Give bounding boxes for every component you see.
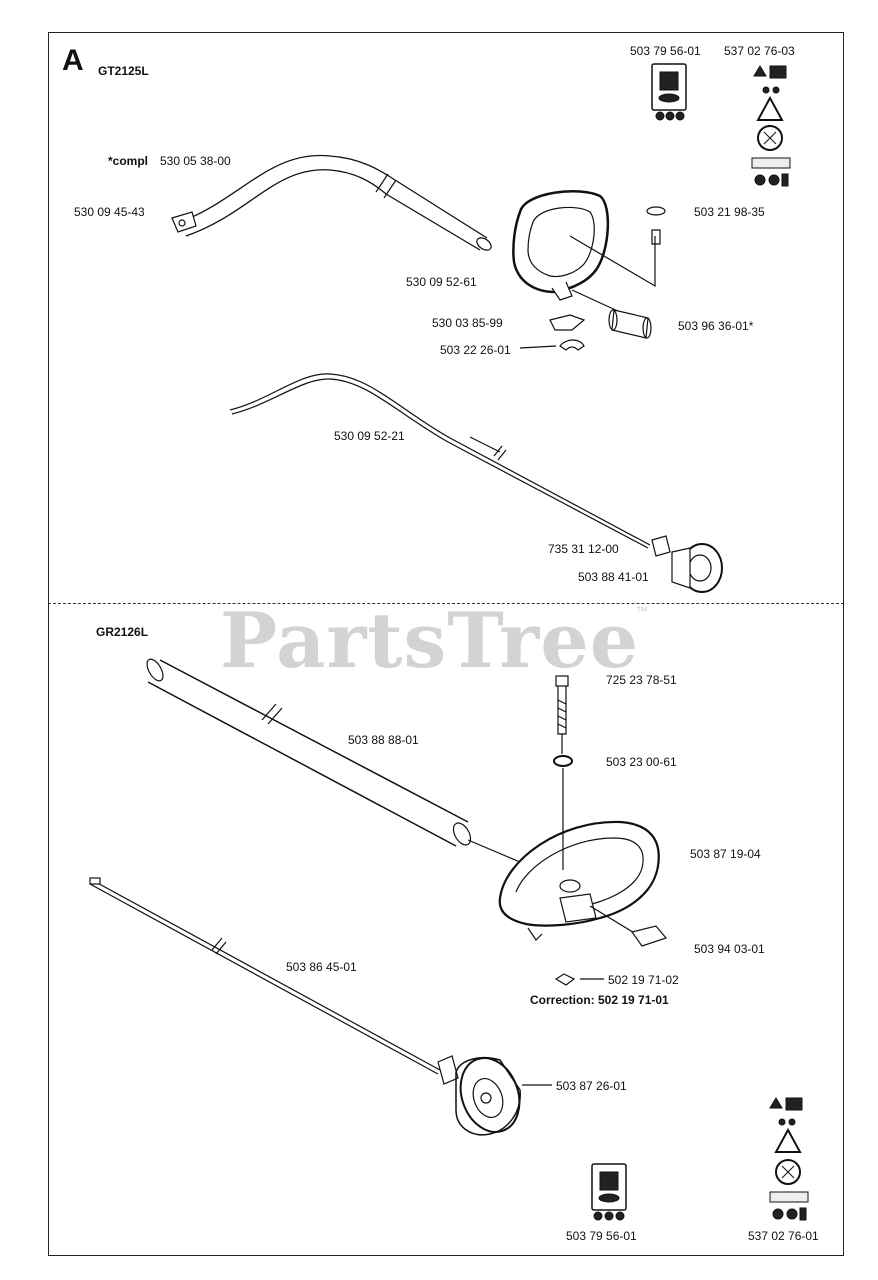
part-label-washer-bottom: 503 23 00-61 xyxy=(606,755,677,769)
part-label-shaft-end: 530 09 45-43 xyxy=(74,205,145,219)
clamp-part xyxy=(549,314,586,331)
model-label-top: GT2125L xyxy=(98,64,149,78)
part-label-drive-shaft-bottom: 503 86 45-01 xyxy=(286,960,357,974)
bolt-top xyxy=(651,229,661,245)
part-label-clip: 503 22 26-01 xyxy=(440,343,511,357)
washer-top xyxy=(646,206,666,216)
loop-handle-top xyxy=(512,190,656,313)
diagram-frame xyxy=(48,32,844,1256)
correction-note: Correction: 502 19 71-01 xyxy=(530,993,669,1007)
part-label-nut: 502 19 71-02 xyxy=(608,973,679,987)
block-part xyxy=(630,925,668,947)
drum-bottom xyxy=(437,1055,521,1136)
part-label-clamp: 530 03 85-99 xyxy=(432,316,503,330)
part-label-drum-top: 503 88 41-01 xyxy=(578,570,649,584)
part-label-sleeve: 503 96 36-01* xyxy=(678,319,754,333)
sleeve-part xyxy=(608,309,652,339)
part-label-decal2-top: 537 02 76-03 xyxy=(724,44,795,58)
part-label-decal2-bottom: 537 02 76-01 xyxy=(748,1229,819,1243)
bushing-top xyxy=(651,535,671,557)
part-label-decal1-bottom: 503 79 56-01 xyxy=(566,1229,637,1243)
section-letter: A xyxy=(62,44,84,77)
nut-part xyxy=(554,973,576,986)
part-label-block: 503 94 03-01 xyxy=(694,942,765,956)
part-label-bolt: 725 23 78-51 xyxy=(606,673,677,687)
handle-bottom xyxy=(498,820,660,941)
part-label-handle-bottom: 503 87 19-04 xyxy=(690,847,761,861)
drum-top xyxy=(671,543,723,593)
part-label-drum-bottom: 503 87 26-01 xyxy=(556,1079,627,1093)
curved-shaft-part xyxy=(171,154,492,251)
drive-shaft-top xyxy=(229,373,651,549)
decal-icon-top-1 xyxy=(651,63,687,121)
decal-icon-bottom-2 xyxy=(769,1097,809,1221)
part-label-compl: 530 05 38-00 xyxy=(160,154,231,168)
part-label-tube: 503 88 88-01 xyxy=(348,733,419,747)
watermark-trademark: ™ xyxy=(636,604,648,618)
compl-prefix-label: *compl xyxy=(108,154,149,168)
long-tube-part xyxy=(146,658,521,863)
section-divider xyxy=(48,603,844,604)
watermark: PartsTree xyxy=(220,596,640,685)
bolt-bottom xyxy=(555,675,569,754)
decal-icon-top-2 xyxy=(751,65,791,187)
model-label-bottom: GR2126L xyxy=(96,625,149,639)
part-label-decal1-top: 503 79 56-01 xyxy=(630,44,701,58)
washer-bottom xyxy=(553,755,573,767)
part-label-bushing: 735 31 12-00 xyxy=(548,542,619,556)
part-label-drive-shaft-top: 530 09 52-21 xyxy=(334,429,405,443)
decal-icon-bottom-1 xyxy=(591,1163,627,1221)
drive-shaft-bottom xyxy=(89,877,441,1075)
clip-part xyxy=(559,339,585,351)
part-label-washer-top: 503 21 98-35 xyxy=(694,205,765,219)
part-label-handle-top: 530 09 52-61 xyxy=(406,275,477,289)
